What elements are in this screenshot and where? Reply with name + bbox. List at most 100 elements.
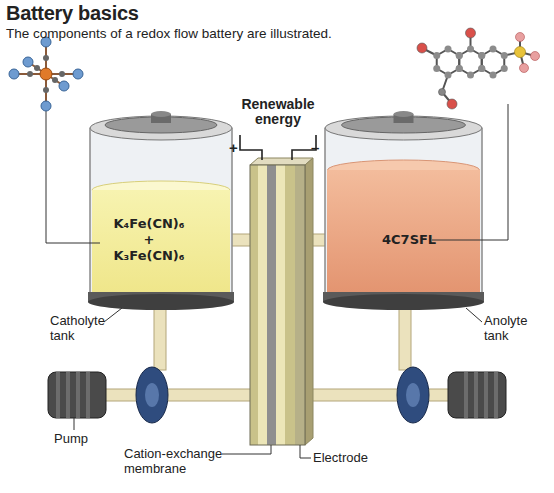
carbon-atom <box>52 77 58 83</box>
catholyte-tank-lid <box>88 111 234 310</box>
left-pump <box>66 372 70 418</box>
carbon-atom <box>478 65 485 72</box>
pipes <box>154 300 166 370</box>
iron-atom <box>40 68 52 80</box>
nitrogen-atom <box>73 69 83 79</box>
leader-lines <box>74 418 75 430</box>
anolyte-tank-glass <box>325 128 482 298</box>
oxygen-atom <box>520 64 529 73</box>
anolyte-tank-lid <box>323 294 484 310</box>
catholyte-tank-lid <box>151 111 171 117</box>
leader-lines <box>104 308 122 322</box>
carbon-atom <box>501 65 508 72</box>
carbon-atom <box>478 52 485 59</box>
right-pump <box>494 372 498 418</box>
pipes <box>160 389 252 401</box>
right-pump <box>474 372 478 418</box>
anolyte-tank-lid <box>325 128 326 292</box>
power-label: Renewable energy <box>226 97 330 127</box>
sulfur-atom <box>515 47 525 57</box>
pipes <box>399 300 411 370</box>
part-label: Pump <box>54 431 88 446</box>
leader-lines <box>46 104 508 458</box>
formula-text: K₄Fe(CN)₆ + K₃Fe(CN)₆ <box>106 216 192 264</box>
cell-stack <box>258 165 267 445</box>
right-pump <box>397 367 429 423</box>
left-pump <box>48 367 168 423</box>
left-pump <box>56 372 60 418</box>
leader-lines <box>466 308 482 322</box>
carbon-atom <box>456 52 463 59</box>
right-pump <box>464 372 468 418</box>
catholyte-liquid: K₄Fe(CN)₆ + K₃Fe(CN)₆ <box>92 190 230 294</box>
sulfur-atom <box>515 47 526 58</box>
carbon-atom <box>433 52 440 59</box>
carbon-atom <box>43 55 49 61</box>
catholyte-tank-glass <box>90 128 232 298</box>
oxygen-atom <box>531 52 540 61</box>
nitrogen-atom <box>41 101 51 111</box>
part-label: Cation-exchange membrane <box>124 446 236 476</box>
carbon-atom <box>478 65 485 72</box>
carbon-atom <box>456 65 463 72</box>
carbon-atom <box>445 46 452 53</box>
carbon-atom <box>433 65 440 72</box>
anolyte-tank-lid <box>394 111 414 117</box>
oxygen-atom <box>417 43 427 53</box>
part-label: Anolyte tank <box>484 313 546 343</box>
polarity-sign: – <box>311 139 319 156</box>
nitrogen-atom <box>59 81 69 91</box>
right-pump <box>448 372 506 418</box>
figure-caption: The components of a redox flow battery a… <box>6 26 332 41</box>
cell-stack <box>250 165 258 445</box>
carbon-atom <box>59 71 65 77</box>
anolyte-tank-lid <box>323 111 484 310</box>
left-pump <box>86 372 90 418</box>
carbon-atom <box>43 87 49 93</box>
catholyte-tank-glass <box>90 128 232 298</box>
nitrogen-atom <box>23 57 33 67</box>
figure-title: Battery basics <box>6 2 139 25</box>
left-pump <box>145 383 159 407</box>
carbon-atom <box>467 46 474 53</box>
left-pump <box>136 367 168 423</box>
carbon-atom <box>34 65 40 71</box>
catholyte-tank-lid <box>88 294 234 310</box>
carbon-atom <box>490 72 497 79</box>
anolyte-tank-lid <box>482 128 483 292</box>
leader-lines <box>222 445 271 454</box>
right-pump <box>397 367 506 423</box>
cell-stack <box>250 158 313 445</box>
wires <box>240 135 316 160</box>
wires <box>240 135 262 160</box>
anolyte-liquid: 4C7SFL <box>327 170 480 294</box>
polarity-sign: + <box>229 139 238 156</box>
anolyte-tank-glass <box>325 128 482 298</box>
leader-lines <box>300 445 311 458</box>
pipes <box>303 389 405 401</box>
carbon-atom <box>445 72 452 79</box>
carbon-atom <box>27 71 33 77</box>
right-pump <box>406 383 420 407</box>
part-label: Catholyte tank <box>50 313 108 343</box>
part-label: Electrode <box>313 450 368 465</box>
nitrogen-atom <box>9 69 19 79</box>
left-pump <box>76 372 80 418</box>
cell-stack <box>295 165 305 445</box>
cell-stack <box>285 165 295 445</box>
carbon-atom <box>501 52 508 59</box>
carbon-atom <box>456 52 463 59</box>
carbon-atom <box>490 46 497 53</box>
oxygen-atom <box>447 99 457 109</box>
carbon-atom <box>467 72 474 79</box>
cell-stack <box>250 165 305 445</box>
carbon-atom <box>456 65 463 72</box>
cell-stack <box>250 158 313 165</box>
catholyte-tank-lid <box>90 128 91 292</box>
cell-stack <box>267 165 276 445</box>
cell-stack <box>305 158 313 445</box>
cell-stack <box>276 165 285 445</box>
carbon-atom <box>478 52 485 59</box>
